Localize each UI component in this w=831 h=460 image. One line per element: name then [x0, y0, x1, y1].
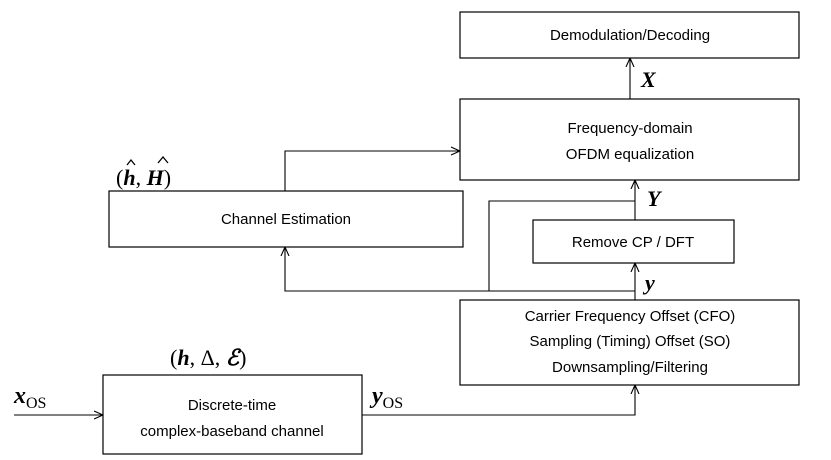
estimate-to-equalizer-wire — [284, 151, 460, 191]
demod-label: Demodulation/Decoding — [550, 27, 710, 44]
svg-text:(h, H): (h, H) — [116, 165, 171, 190]
channel-label-line1: Discrete-time — [188, 397, 276, 414]
remove-cp-label: Remove CP / DFT — [572, 234, 694, 251]
channel-params-label: (h, Δ, ℰ) — [170, 345, 246, 370]
block-channel-estimation: Channel Estimation — [108, 190, 464, 248]
signal-y-os-label: yOS — [369, 383, 403, 412]
h-symbol: h — [177, 345, 189, 370]
block-equalizer: Frequency-domain OFDM equalization — [459, 98, 800, 181]
block-channel: Discrete-time complex-baseband channel — [102, 374, 363, 455]
channel-estimation-label: Channel Estimation — [221, 211, 351, 228]
svg-text:(h, Δ, ℰ): (h, Δ, ℰ) — [170, 345, 246, 370]
channel-open-paren: ( — [170, 345, 177, 370]
x-os-base: x — [13, 383, 26, 409]
impairments-label-line2: Sampling (Timing) Offset (SO) — [530, 333, 731, 350]
block-remove-cp: Remove CP / DFT — [532, 219, 735, 264]
Y-to-estimation-wire — [488, 200, 635, 291]
estimate-close-paren: ) — [164, 165, 171, 190]
epsilon-symbol: ℰ — [226, 345, 242, 370]
impairments-label-line3: Downsampling/Filtering — [552, 359, 708, 376]
y-os-subscript: OS — [383, 395, 403, 412]
signal-X-label: X — [640, 67, 657, 92]
x-os-subscript: OS — [26, 395, 46, 412]
impairments-label-line1: Carrier Frequency Offset (CFO) — [525, 308, 736, 325]
estimate-params-label: (h, H) — [116, 155, 171, 190]
block-demodulation: Demodulation/Decoding — [459, 11, 800, 59]
h-hat-symbol: h — [123, 165, 135, 190]
channel-label-line2: complex-baseband channel — [140, 423, 323, 440]
signal-y-label: y — [642, 270, 655, 295]
delta-symbol: Δ — [201, 345, 215, 370]
estimate-separator: , — [136, 165, 147, 190]
estimate-open-paren: ( — [116, 165, 123, 190]
channel-close-paren: ) — [239, 345, 246, 370]
signal-wires — [14, 58, 635, 415]
H-hat-accent — [157, 155, 169, 164]
H-hat-symbol: H — [146, 165, 165, 190]
channel-separator-1: , — [190, 345, 201, 370]
y-os-wire — [362, 385, 635, 416]
channel-separator-2: , — [215, 345, 226, 370]
block-impairments: Carrier Frequency Offset (CFO) Sampling … — [459, 299, 800, 386]
signal-Y-label: Y — [647, 186, 663, 211]
y-to-estimation-wire — [285, 247, 635, 292]
h-hat-accent — [126, 158, 136, 166]
equalizer-label-line1: Frequency-domain — [567, 120, 692, 137]
y-os-base: y — [369, 383, 383, 409]
equalizer-label-line2: OFDM equalization — [566, 146, 694, 163]
signal-x-os-label: xOS — [13, 383, 46, 412]
